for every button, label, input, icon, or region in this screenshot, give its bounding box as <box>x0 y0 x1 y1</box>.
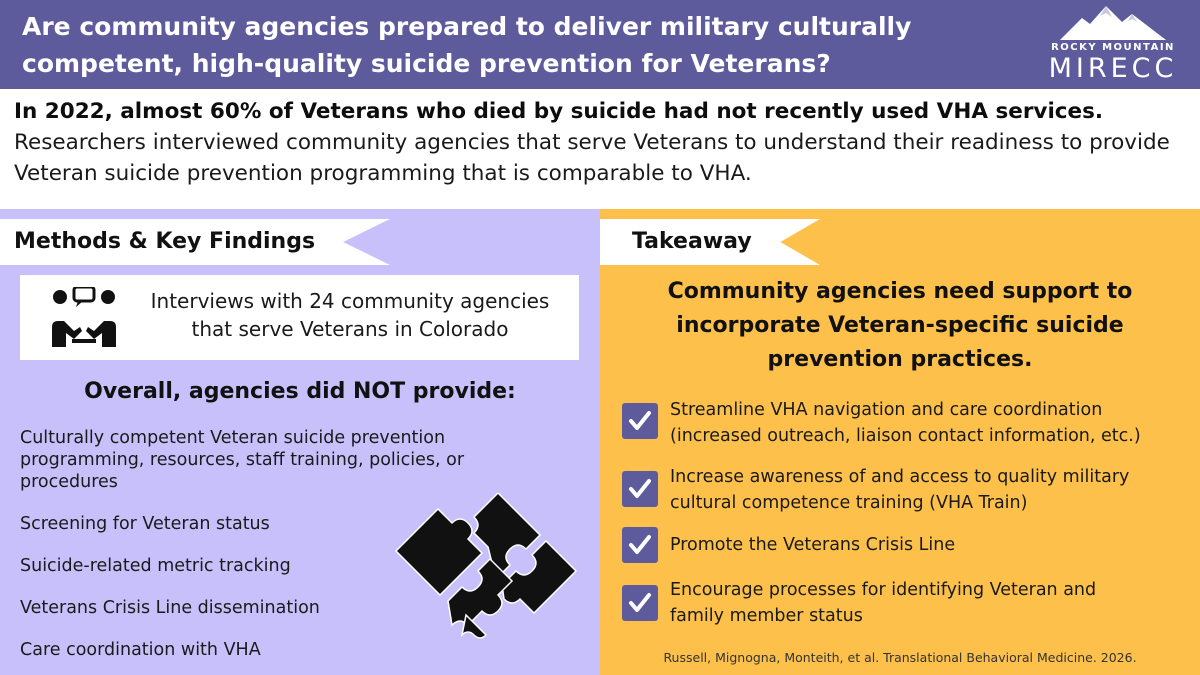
citation: Russell, Mignogna, Monteith, et al. Tran… <box>663 650 1137 665</box>
interview-line-2: that serve Veterans in Colorado <box>191 317 509 341</box>
takeaway-main-message: Community agencies need support to incor… <box>667 279 1133 372</box>
logo-subtitle: ROCKY MOUNTAIN <box>1051 42 1175 53</box>
intro-lead: In 2022, almost 60% of Veterans who died… <box>14 99 1104 124</box>
action-item: Increase awareness of and access to qual… <box>670 467 1130 513</box>
interview-people-icon <box>52 287 116 347</box>
not-provide-heading: Overall, agencies did NOT provide: <box>84 379 516 404</box>
mountain-logo-icon <box>1060 6 1166 40</box>
logo-name: MIRECC <box>1048 53 1178 84</box>
checkbox-checked-icon <box>622 585 658 621</box>
action-item: Streamline VHA navigation and care coord… <box>670 400 1141 446</box>
finding-item: Screening for Veteran status <box>20 514 270 534</box>
finding-item: Culturally competent Veteran suicide pre… <box>20 428 465 492</box>
methods-heading: Methods & Key Findings <box>0 219 390 265</box>
interview-line-1: Interviews with 24 community agencies <box>150 289 550 313</box>
rocky-mountain-mirecc-logo: ROCKY MOUNTAIN MIRECC <box>1038 4 1188 86</box>
takeaway-panel: Takeaway Community agencies need support… <box>600 209 1200 675</box>
action-item: Encourage processes for identifying Vete… <box>670 580 1097 626</box>
interview-box: Interviews with 24 community agencies th… <box>20 275 579 360</box>
finding-item: Veterans Crisis Line dissemination <box>20 598 320 618</box>
checkbox-checked-icon <box>622 471 658 507</box>
takeaway-heading: Takeaway <box>600 219 820 265</box>
page-title: Are community agencies prepared to deliv… <box>22 12 912 78</box>
intro-body: Researchers interviewed community agenci… <box>14 130 1170 186</box>
puzzle-pieces-icon <box>394 493 578 639</box>
interview-text: Interviews with 24 community agencies th… <box>135 287 565 343</box>
finding-item: Suicide-related metric tracking <box>20 556 291 576</box>
methods-panel: Methods & Key Findings Interviews with 2… <box>0 209 600 675</box>
header-bar: Are community agencies prepared to deliv… <box>0 0 1200 89</box>
finding-item: Care coordination with VHA <box>20 640 261 660</box>
intro-section: In 2022, almost 60% of Veterans who died… <box>14 97 1194 189</box>
action-item: Promote the Veterans Crisis Line <box>670 535 956 555</box>
checkbox-checked-icon <box>622 527 658 563</box>
checkbox-checked-icon <box>622 403 658 439</box>
